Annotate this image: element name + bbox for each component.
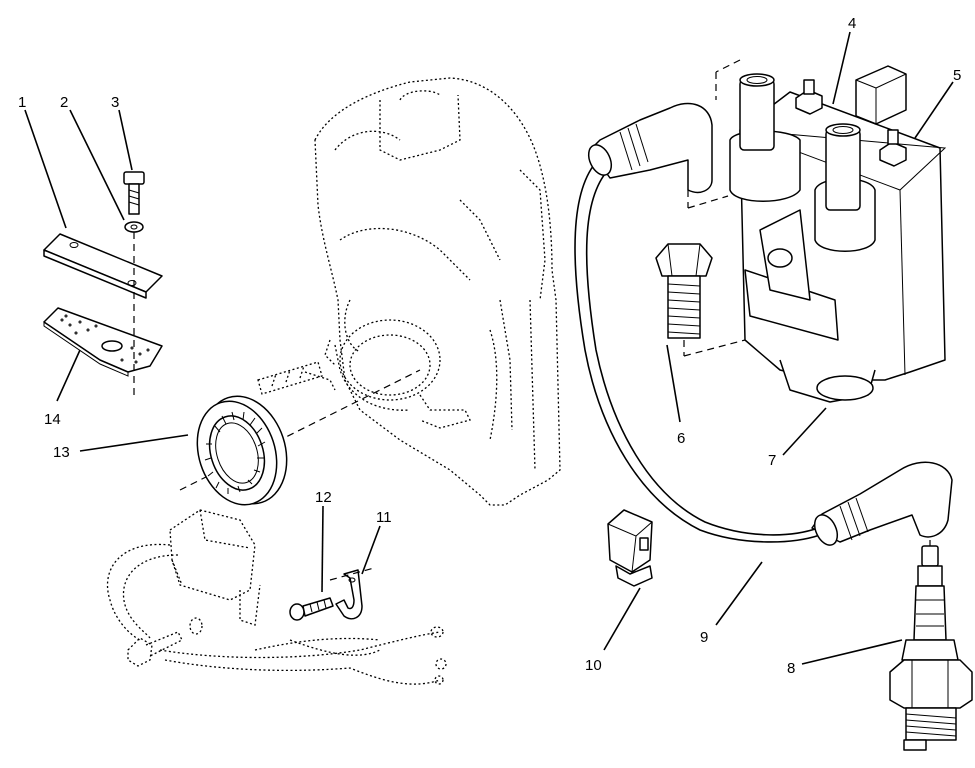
part-8-spark-plug [889,545,973,751]
callout-1: 1 [18,94,26,111]
callout-9: 9 [700,629,708,646]
part-13-oil-seal [196,395,288,506]
leader-10 [603,587,641,651]
leader-5 [914,81,954,139]
ignition-module [106,509,447,685]
leader-9 [715,561,763,626]
leader-14 [56,349,81,402]
leader-7 [782,407,827,456]
callout-7: 7 [768,452,776,469]
callout-6: 6 [677,430,685,447]
engine-housing [257,77,561,506]
seal-axis-line [179,369,421,491]
part-7-ignition-coil [729,65,947,403]
leader-8 [801,639,903,665]
callout-12: 12 [315,489,332,506]
leader-lines [24,31,954,665]
callout-5: 5 [953,67,961,84]
part-6-bolt [655,243,746,357]
leader-13 [79,434,189,452]
part-10-connector [607,509,653,587]
part-14-gasket [43,307,163,377]
callout-11: 11 [376,509,392,526]
callout-labels: 1 2 3 4 5 6 7 8 9 10 11 12 13 14 [18,15,961,677]
leader-6 [666,344,681,423]
callout-13: 13 [53,444,70,461]
leader-2 [69,109,125,221]
callout-14: 14 [44,411,61,428]
part-12-screw [289,597,334,621]
callout-10: 10 [585,657,602,674]
leader-4 [832,31,851,105]
part-9-ht-lead [574,59,953,556]
callout-2: 2 [60,94,68,111]
leader-11 [361,525,381,575]
leader-12 [321,505,324,593]
leader-1 [24,109,67,229]
part-11-clip [329,567,375,620]
callout-8: 8 [787,660,795,677]
leader-3 [118,109,133,171]
callout-3: 3 [111,94,119,111]
part-2-lock-washer [124,221,144,233]
part-3-screw [123,171,145,215]
part-1-plate [43,233,163,299]
callout-4: 4 [848,15,856,32]
